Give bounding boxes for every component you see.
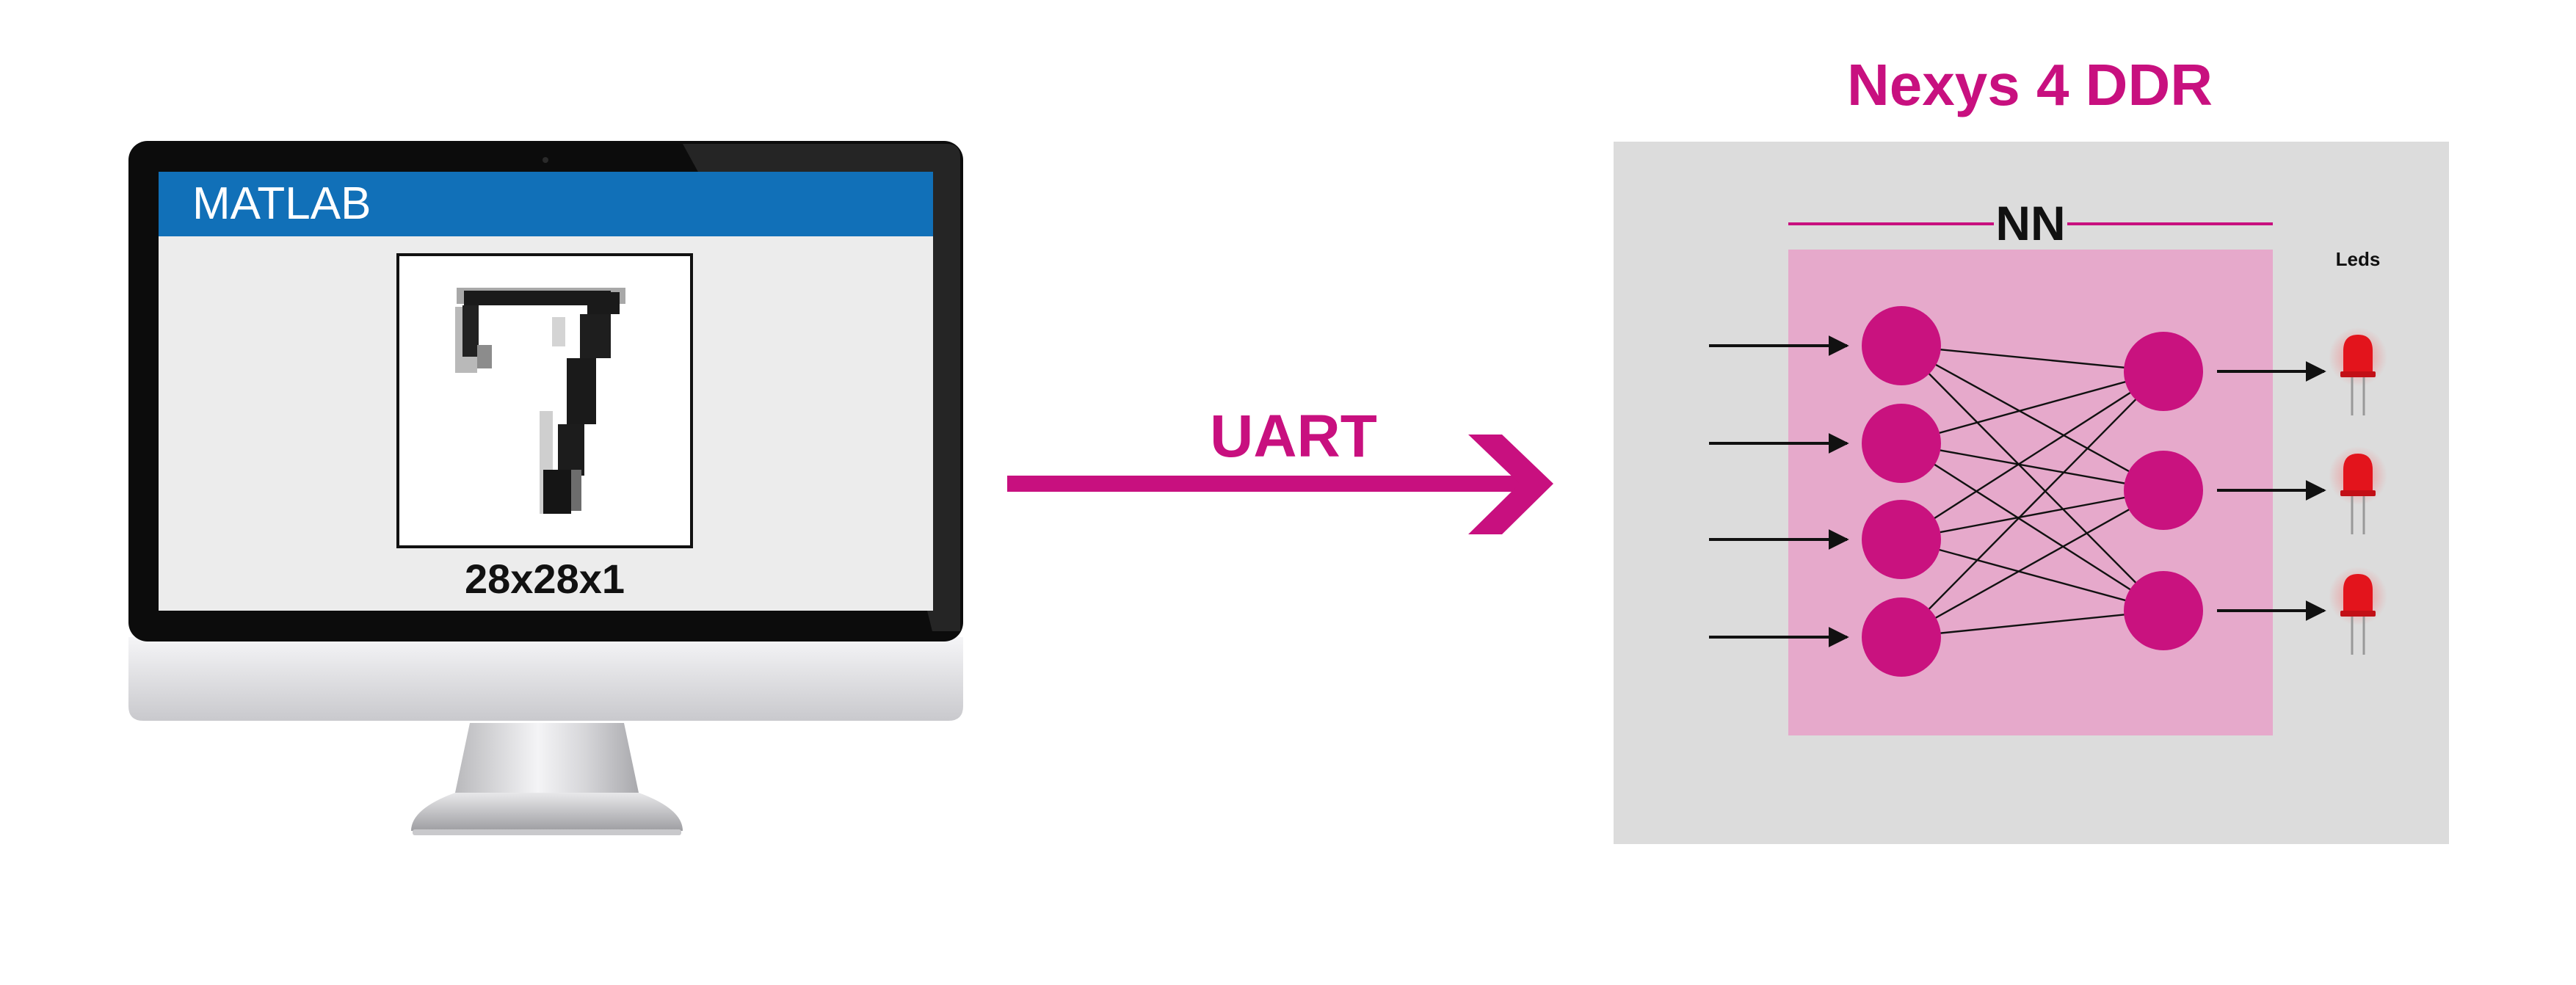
matlab-title: MATLAB	[192, 178, 371, 229]
nn-connections	[1901, 344, 2164, 639]
mnist-digit-image	[455, 288, 625, 514]
image-size-caption: 28x28x1	[465, 556, 625, 602]
input-node	[1862, 597, 1941, 677]
monitor: MATLAB 28x28x1	[128, 141, 963, 835]
input-node	[1862, 306, 1941, 385]
led-icon	[2329, 567, 2387, 655]
monitor-base	[411, 793, 683, 831]
input-arrows	[1709, 335, 1849, 647]
uart-link: UART	[1007, 403, 1553, 534]
input-layer	[1862, 306, 1941, 677]
led-icon	[2329, 327, 2387, 415]
board-title: Nexys 4 DDR	[1847, 52, 2213, 117]
uart-arrow-shaft	[1007, 476, 1542, 492]
webcam-icon	[543, 157, 548, 163]
monitor-stand	[455, 723, 639, 793]
output-layer	[2124, 332, 2203, 650]
input-node	[1862, 404, 1941, 483]
nn-label: NN	[1995, 196, 2065, 250]
output-node	[2124, 571, 2203, 650]
output-node	[2124, 451, 2203, 530]
monitor-chin	[128, 637, 963, 721]
uart-label: UART	[1210, 403, 1377, 470]
output-node	[2124, 332, 2203, 411]
output-arrows	[2217, 361, 2326, 621]
uart-arrow-head	[1468, 435, 1553, 534]
matlab-titlebar	[159, 172, 933, 236]
fpga-board: Nexys 4 DDR NN Leds	[1614, 52, 2449, 844]
leds-label: Leds	[2336, 248, 2381, 270]
input-node	[1862, 500, 1941, 579]
led-icon	[2329, 446, 2387, 534]
